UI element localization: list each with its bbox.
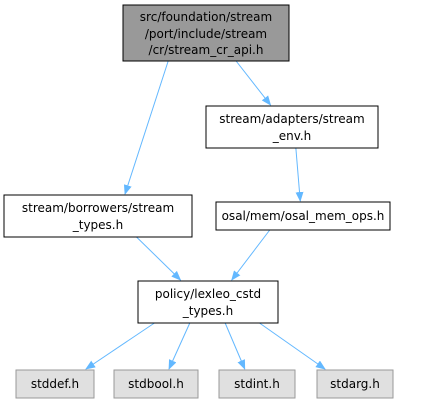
edge-arrow xyxy=(295,147,304,202)
node-label-line: /cr/stream_cr_api.h xyxy=(149,43,264,57)
node-label-line: stdarg.h xyxy=(330,377,380,391)
node-stddef-h[interactable]: stddef.h xyxy=(15,369,95,399)
node-stdbool-h[interactable]: stdbool.h xyxy=(113,369,199,399)
edge-arrow xyxy=(224,322,246,370)
node-label-line: stream/borrowers/stream xyxy=(22,201,174,215)
node-label-line: stddef.h xyxy=(31,377,79,391)
node-label-line: stdbool.h xyxy=(128,377,184,391)
nodes-layer: src/foundation/stream /port/include/stre… xyxy=(3,4,394,399)
node-stdarg-h[interactable]: stdarg.h xyxy=(316,369,394,399)
edge-arrow xyxy=(85,322,155,370)
node-label-line: stdint.h xyxy=(234,377,280,391)
node-label-line: osal/mem/osal_mem_ops.h xyxy=(222,209,385,223)
edge-arrow xyxy=(231,229,271,281)
node-stream-cr-api-h[interactable]: src/foundation/stream /port/include/stre… xyxy=(122,4,290,62)
edge-arrow xyxy=(123,60,169,195)
node-label-line: _env.h xyxy=(272,129,312,143)
node-label-line: src/foundation/stream xyxy=(140,10,272,24)
node-label-line: policy/lexleo_cstd xyxy=(155,287,261,301)
node-stream-types-h[interactable]: stream/borrowers/stream _types.h xyxy=(3,194,193,238)
edge-arrow xyxy=(136,236,182,281)
edge-arrow xyxy=(235,60,272,106)
node-label-line: _types.h xyxy=(72,218,123,232)
edge-arrow xyxy=(168,322,191,370)
node-lexleo-cstd-types-h[interactable]: policy/lexleo_cstd _types.h xyxy=(137,280,279,324)
node-label-line: /port/include/stream xyxy=(145,27,267,41)
node-label-line: _types.h xyxy=(182,304,233,318)
edge-arrow xyxy=(259,322,326,370)
node-osal-mem-ops-h[interactable]: osal/mem/osal_mem_ops.h xyxy=(215,201,391,231)
node-label-line: stream/adapters/stream xyxy=(219,112,364,126)
node-stream-env-h[interactable]: stream/adapters/stream _env.h xyxy=(205,105,379,149)
node-stdint-h[interactable]: stdint.h xyxy=(218,369,296,399)
edges-layer xyxy=(85,60,326,370)
